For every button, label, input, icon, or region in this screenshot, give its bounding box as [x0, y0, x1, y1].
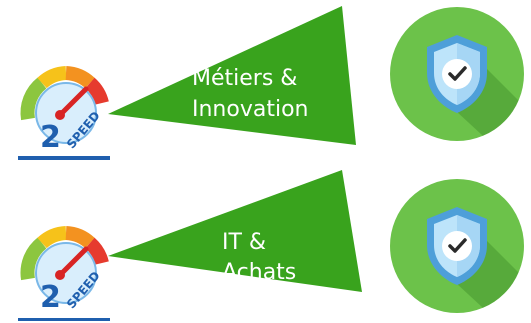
- label-line-2: Innovation: [192, 97, 309, 122]
- speedometer-caption-bar: [18, 156, 110, 160]
- shield-check-icon: [390, 179, 524, 313]
- label-line-2: Achats: [222, 260, 297, 285]
- green-beam: [108, 6, 356, 145]
- shield-check-icon: [390, 7, 524, 141]
- speedometer-2-speed-icon: 2 SPEED: [14, 215, 116, 317]
- green-beam: [108, 170, 362, 292]
- row-metiers-innovation: 2 SPEED Métiers & Innovation: [0, 0, 531, 161]
- speedometer-caption-bar: [18, 318, 110, 321]
- svg-text:2: 2: [40, 120, 61, 155]
- label-line-1: IT &: [222, 230, 267, 255]
- row-it-achats: 2 SPEED IT & Achats: [0, 162, 531, 323]
- label-line-1: Métiers &: [192, 66, 298, 91]
- speedometer-2-speed-icon: 2 SPEED: [14, 55, 116, 157]
- svg-text:2: 2: [40, 280, 61, 315]
